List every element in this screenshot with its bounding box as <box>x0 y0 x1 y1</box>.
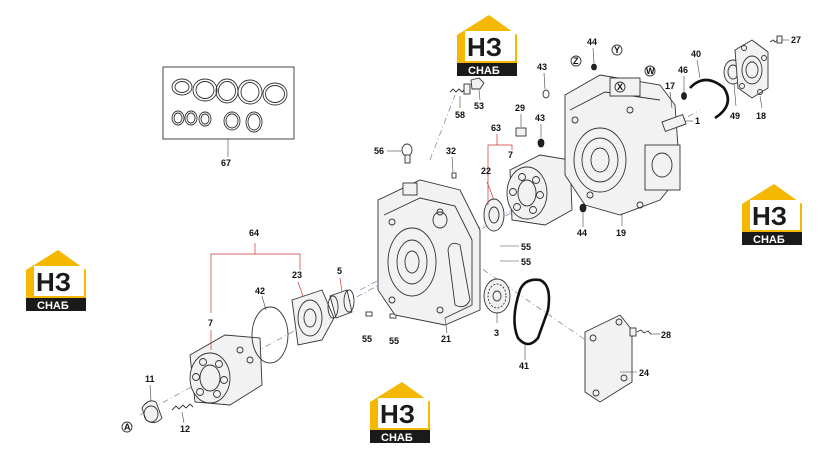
cover-plate-24 <box>584 314 633 403</box>
callout-29: 29 <box>515 103 525 113</box>
cylinder-block-right <box>506 154 573 226</box>
port-markers: Z Y X W <box>570 44 656 93</box>
callout-44a: 44 <box>587 37 597 47</box>
watermark-logo-right: НЗ СНАБ <box>742 184 802 246</box>
plug-29 <box>515 127 527 137</box>
plug-32 <box>451 172 457 179</box>
seal-kit-box: 67 <box>162 66 295 168</box>
valve-plate-42 <box>251 306 289 364</box>
plug-58 <box>449 83 471 95</box>
callout-55a: 55 <box>362 334 372 344</box>
snap-ring-40 <box>689 78 730 120</box>
callout-49: 49 <box>730 111 740 121</box>
port-marker-a <box>121 421 133 433</box>
logo-mark: НЗ <box>36 267 71 297</box>
logo-text: СНАБ <box>468 65 500 77</box>
swash-plate-23 <box>291 289 335 346</box>
watermark-logo-left: НЗ СНАБ <box>26 250 86 312</box>
o-ring-43b <box>537 138 545 148</box>
callout-55c: 55 <box>521 242 531 252</box>
piston-11 <box>141 400 163 423</box>
logo-mark: НЗ <box>467 32 502 62</box>
callout-27: 27 <box>791 35 801 45</box>
logo-mark: НЗ <box>380 399 415 429</box>
callout-44b: 44 <box>577 228 587 238</box>
shaft-1 <box>661 113 687 133</box>
front-housing-21 <box>377 179 481 326</box>
callout-28: 28 <box>661 330 671 340</box>
callout-56: 56 <box>374 146 384 156</box>
valve-plate-22 <box>483 198 505 232</box>
svg-text:X: X <box>617 82 623 92</box>
gear-3 <box>483 278 511 314</box>
callout-24: 24 <box>639 368 649 378</box>
callout-3: 3 <box>494 328 499 338</box>
watermark-logo-top: НЗ СНАБ <box>457 15 517 77</box>
leader-lines <box>149 39 789 424</box>
callout-58: 58 <box>455 110 465 120</box>
o-ring-43a <box>542 89 550 99</box>
callout-labels: 64 23 5 42 7 11 12 55 55 21 3 41 24 28 5… <box>145 35 801 434</box>
callout-64: 64 <box>249 228 259 238</box>
callout-12: 12 <box>180 424 190 434</box>
svg-text:W: W <box>646 66 655 76</box>
seal-cover-18 <box>734 39 769 99</box>
callout-67: 67 <box>221 158 231 168</box>
callout-7a: 7 <box>208 318 213 328</box>
callout-32: 32 <box>446 146 456 156</box>
svg-text:A: A <box>124 422 131 432</box>
svg-text:Y: Y <box>614 45 620 55</box>
callout-17: 17 <box>665 81 675 91</box>
logo-text: СНАБ <box>37 300 69 312</box>
callout-42: 42 <box>255 286 265 296</box>
spring-12 <box>171 403 194 411</box>
o-ring-41 <box>513 278 551 346</box>
logo-mark: НЗ <box>752 201 787 231</box>
pin-55a <box>365 311 373 317</box>
bearing-5 <box>327 289 355 319</box>
callout-46: 46 <box>678 65 688 75</box>
watermark-logo-bottom: НЗ СНАБ <box>370 382 430 444</box>
callout-53: 53 <box>474 101 484 111</box>
callout-43b: 43 <box>535 113 545 123</box>
nut-53 <box>470 77 485 90</box>
callout-19: 19 <box>616 228 626 238</box>
callout-40: 40 <box>691 49 701 59</box>
bolt-27 <box>769 35 783 44</box>
callout-55d: 55 <box>521 257 531 267</box>
callout-21: 21 <box>441 334 451 344</box>
callout-23: 23 <box>292 270 302 280</box>
callout-11: 11 <box>145 374 155 384</box>
o-ring-44b <box>579 203 587 213</box>
eye-bolt-56 <box>401 143 413 164</box>
bolt-28 <box>629 327 652 337</box>
svg-text:Z: Z <box>573 56 579 66</box>
pin-55b <box>389 313 397 319</box>
callout-55b: 55 <box>389 336 399 346</box>
logo-text: СНАБ <box>753 234 785 246</box>
rear-housing-19 <box>564 74 681 216</box>
cylinder-block-left <box>189 334 263 406</box>
callout-22: 22 <box>481 166 491 176</box>
o-ring-44a <box>591 63 597 71</box>
callout-5: 5 <box>337 266 342 276</box>
callout-43a: 43 <box>537 62 547 72</box>
callout-7b: 7 <box>508 150 513 160</box>
callout-63: 63 <box>491 123 501 133</box>
callout-18: 18 <box>756 111 766 121</box>
callout-41: 41 <box>519 361 529 371</box>
logo-text: СНАБ <box>381 432 413 444</box>
o-ring-46 <box>681 92 687 100</box>
callout-1: 1 <box>695 116 700 126</box>
